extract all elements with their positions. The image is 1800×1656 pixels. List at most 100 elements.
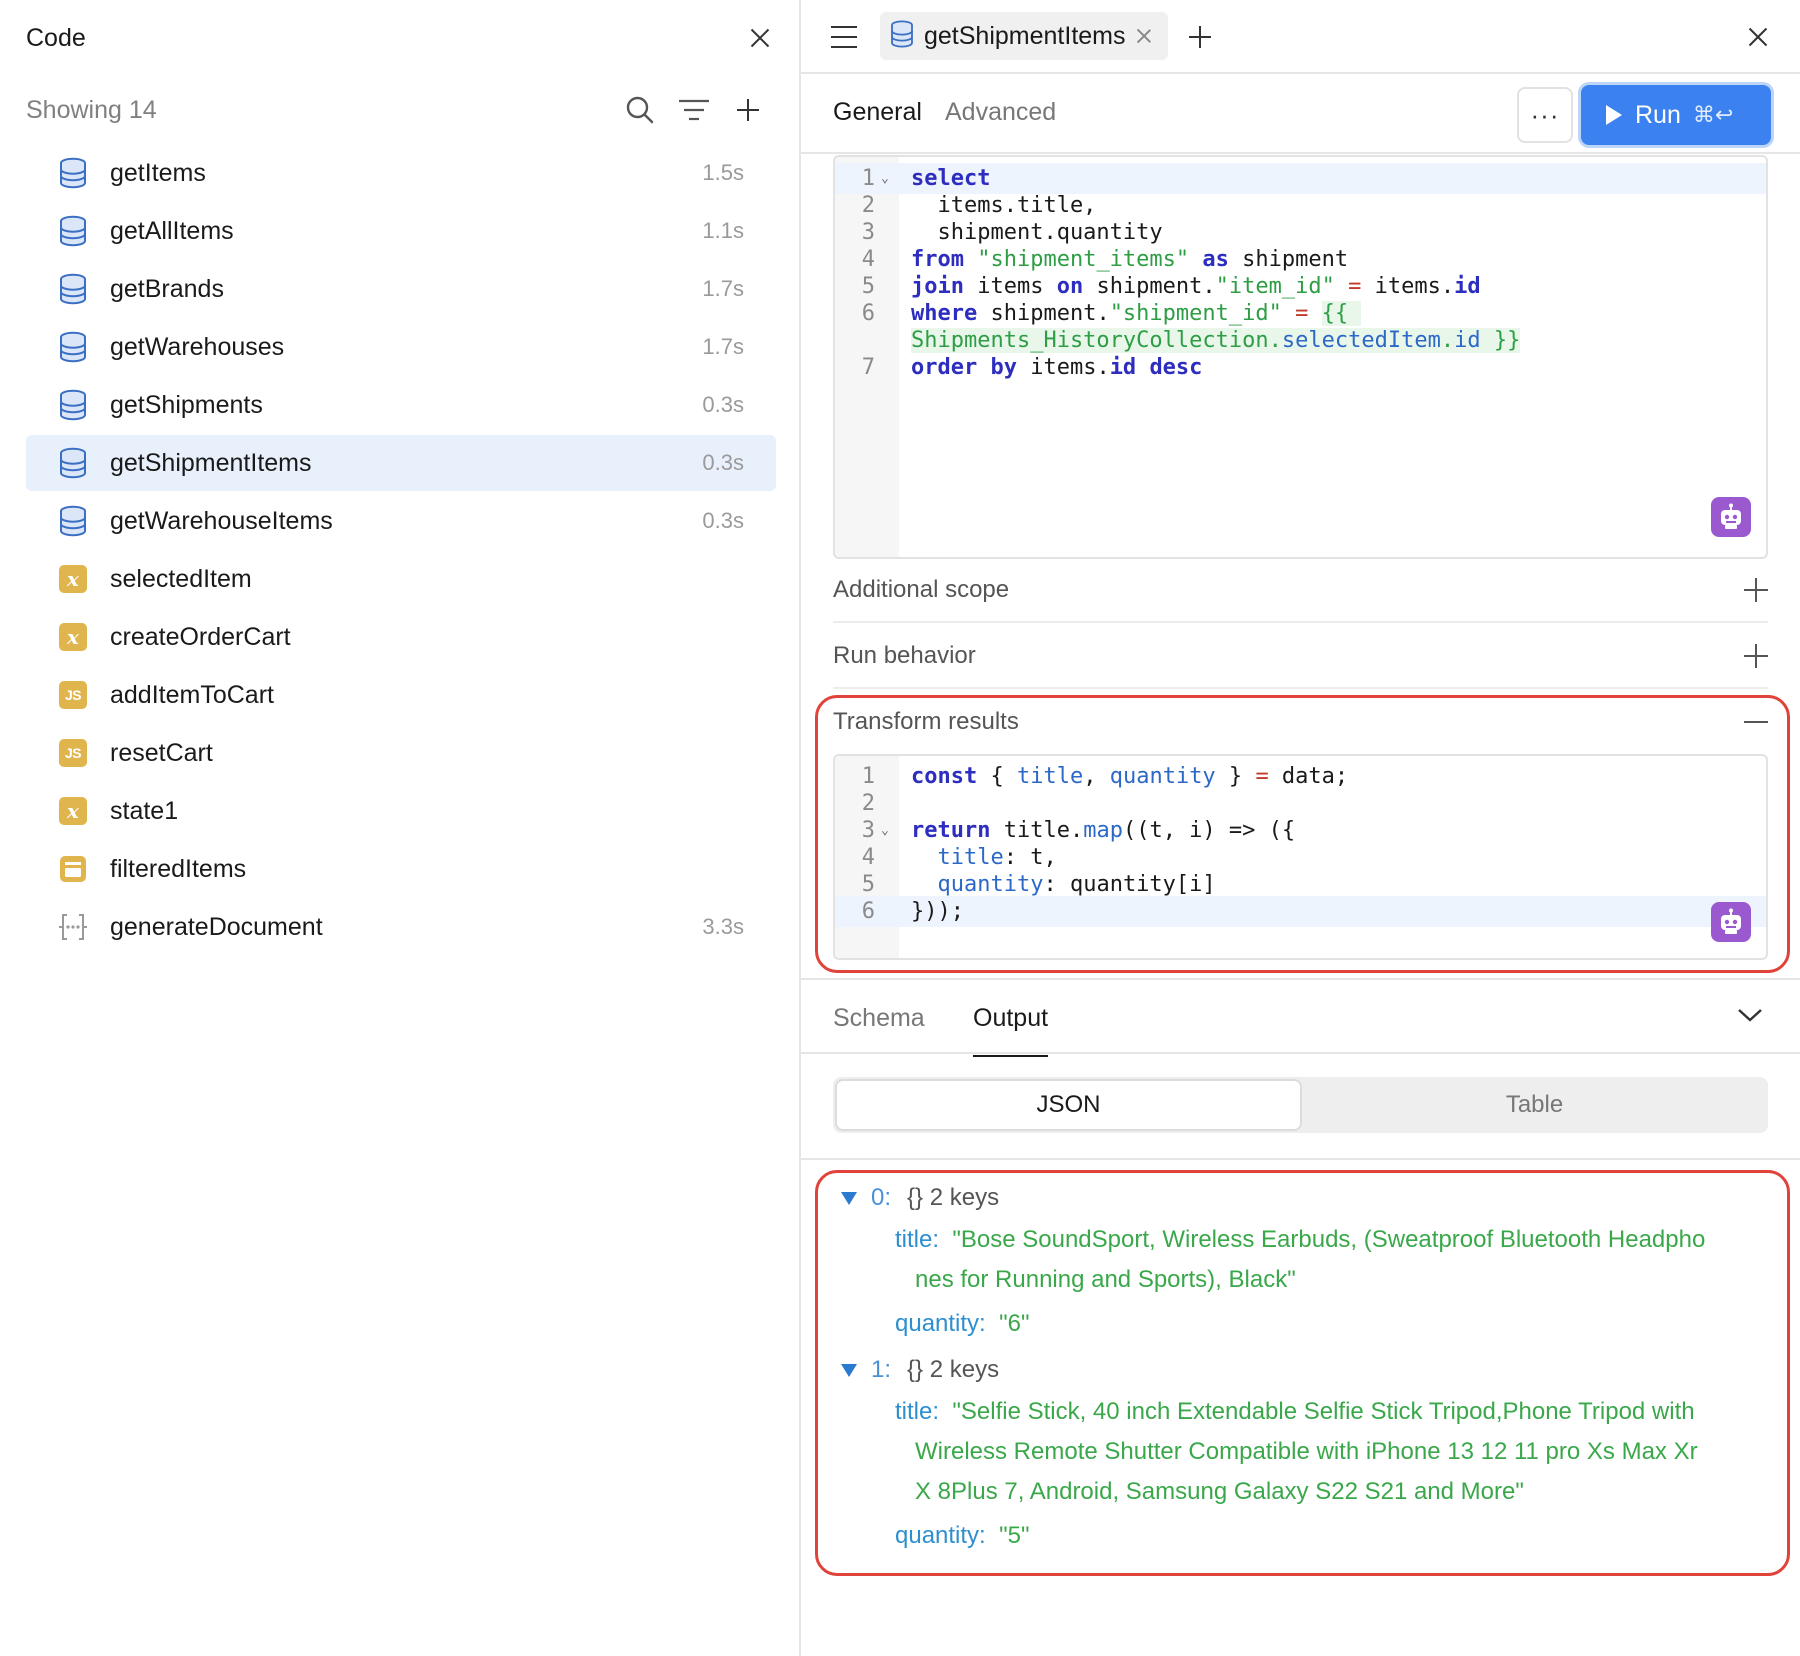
item-run-time: 1.7s	[702, 334, 744, 359]
json-key: title:	[895, 1398, 940, 1425]
tab-output[interactable]: Output	[973, 1004, 1049, 1057]
database-icon	[58, 505, 88, 537]
expand-plus-icon[interactable]	[1744, 644, 1768, 668]
robot-icon	[1721, 503, 1741, 529]
expand-plus-icon[interactable]	[1744, 578, 1768, 602]
run-behavior-label: Run behavior	[833, 642, 976, 669]
item-name: getShipments	[110, 390, 263, 419]
showing-count: Showing 14	[26, 95, 157, 124]
additional-scope-section[interactable]: Additional scope	[833, 559, 1768, 623]
database-icon	[890, 20, 914, 53]
code-line: Shipments_HistoryCollection.selectedItem…	[835, 325, 1766, 356]
json-value: "Bose SoundSport, Wireless Earbuds, (Swe…	[952, 1226, 1706, 1253]
json-value: X 8Plus 7, Android, Samsung Galaxy S22 S…	[915, 1478, 1524, 1505]
code-text: where shipment."shipment_id" = {{	[911, 301, 1362, 326]
database-icon	[58, 447, 88, 479]
json-value: nes for Running and Sports), Black"	[915, 1266, 1296, 1293]
json-title-row: title: "Selfie Stick, 40 inch Extendable…	[895, 1392, 1695, 1432]
line-number: 3	[861, 818, 875, 843]
run-behavior-section[interactable]: Run behavior	[833, 625, 1768, 689]
chevron-down-icon[interactable]	[1737, 1006, 1763, 1029]
json-value: Wireless Remote Shutter Compatible with …	[915, 1438, 1698, 1465]
line-number: 4	[861, 247, 875, 272]
code-line: 3⌄return title.map((t, i) => ({	[835, 815, 1766, 846]
list-item-createOrderCart[interactable]: x createOrderCart	[26, 609, 776, 665]
table-view-button[interactable]: Table	[1505, 1091, 1564, 1118]
item-name: resetCart	[110, 738, 213, 767]
new-tab-icon[interactable]	[1189, 26, 1211, 48]
more-options-button[interactable]: ···	[1517, 87, 1573, 143]
tab-schema[interactable]: Schema	[833, 1004, 925, 1032]
close-panel-icon[interactable]	[747, 25, 773, 51]
tab-label: getShipmentItems	[924, 21, 1126, 50]
item-name: getWarehouseItems	[110, 506, 333, 535]
list-item-getShipments[interactable]: getShipments 0.3s	[26, 377, 776, 433]
code-text: join items on shipment."item_id" = items…	[911, 274, 1481, 299]
item-run-time: 0.3s	[702, 508, 744, 533]
json-node[interactable]: 1:{} 2 keys	[841, 1350, 999, 1390]
line-number: 1	[861, 764, 875, 789]
tab-advanced[interactable]: Advanced	[945, 98, 1057, 126]
ai-assist-button[interactable]	[1711, 902, 1751, 942]
code-text: items.title,	[911, 193, 1097, 218]
database-icon	[58, 389, 88, 421]
line-number: 6	[861, 301, 875, 326]
collapse-minus-icon[interactable]	[1744, 721, 1768, 723]
fold-chevron-icon[interactable]: ⌄	[881, 823, 889, 838]
expand-triangle-icon[interactable]	[841, 1363, 857, 1377]
tab-close-icon[interactable]	[1136, 28, 1152, 44]
menu-icon[interactable]	[831, 26, 857, 48]
json-type: {} 2 keys	[907, 1356, 1000, 1383]
json-quantity-row: quantity: "5"	[895, 1516, 1029, 1556]
filter-icon[interactable]	[669, 88, 719, 132]
list-item-getWarehouseItems[interactable]: getWarehouseItems 0.3s	[26, 493, 776, 549]
tab-general[interactable]: General	[833, 98, 922, 126]
line-number: 4	[861, 845, 875, 870]
item-name: getWarehouses	[110, 332, 285, 361]
transform-results-section[interactable]: Transform results	[833, 690, 1768, 754]
json-node[interactable]: 0:{} 2 keys	[841, 1178, 999, 1218]
tab-getShipmentItems[interactable]: getShipmentItems	[880, 12, 1168, 60]
json-title-continuation: Wireless Remote Shutter Compatible with …	[915, 1432, 1698, 1472]
database-icon	[58, 331, 88, 363]
json-key: title:	[895, 1226, 940, 1253]
close-editor-icon[interactable]	[1745, 24, 1771, 50]
run-button[interactable]: Run ⌘↩	[1581, 85, 1771, 145]
expand-triangle-icon[interactable]	[841, 1191, 857, 1205]
add-query-button[interactable]	[723, 88, 773, 132]
list-item-filteredItems[interactable]: filteredItems	[26, 841, 776, 897]
item-name: filteredItems	[110, 854, 247, 883]
fold-chevron-icon[interactable]: ⌄	[881, 171, 889, 186]
item-name: state1	[110, 796, 179, 825]
ai-assist-button[interactable]	[1711, 497, 1751, 537]
additional-scope-label: Additional scope	[833, 576, 1010, 603]
list-item-getWarehouses[interactable]: getWarehouses 1.7s	[26, 319, 776, 375]
code-text: select	[911, 166, 991, 191]
item-run-time: 0.3s	[702, 450, 744, 475]
item-run-time: 0.3s	[702, 392, 744, 417]
item-run-time: 3.3s	[702, 914, 744, 939]
line-number: 2	[861, 193, 875, 218]
transform-results-label: Transform results	[833, 708, 1019, 735]
divider	[801, 1158, 1800, 1160]
code-line: 4 title: t,	[835, 842, 1766, 873]
variable-icon: x	[58, 622, 88, 652]
item-run-time: 1.1s	[702, 218, 744, 243]
line-number: 1	[861, 166, 875, 191]
item-name: createOrderCart	[110, 622, 291, 651]
json-view-button[interactable]: JSON	[835, 1079, 1302, 1131]
search-icon[interactable]	[615, 88, 665, 132]
